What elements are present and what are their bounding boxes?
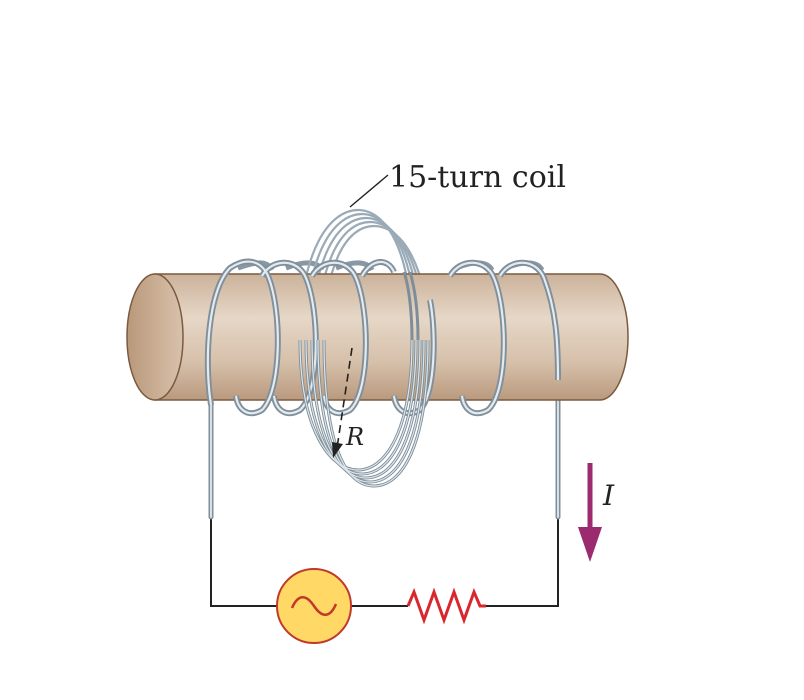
coil-label: 15-turn coil: [389, 160, 566, 195]
coil-front-loops: [298, 271, 430, 488]
coil-label-leader: [349, 174, 389, 208]
resistor-icon: [406, 587, 486, 625]
cylinder-end-face: [126, 273, 184, 401]
current-arrow-icon: [578, 463, 602, 562]
solenoid-front-turns: [204, 258, 561, 417]
iron-cylinder: [126, 273, 629, 401]
radius-indicator: [332, 347, 353, 458]
radius-arrowhead: [332, 442, 343, 458]
ac-source-icon: [276, 568, 352, 644]
circuit-wires: [210, 515, 559, 607]
radius-label: R: [345, 423, 364, 451]
current-label: I: [602, 479, 615, 512]
